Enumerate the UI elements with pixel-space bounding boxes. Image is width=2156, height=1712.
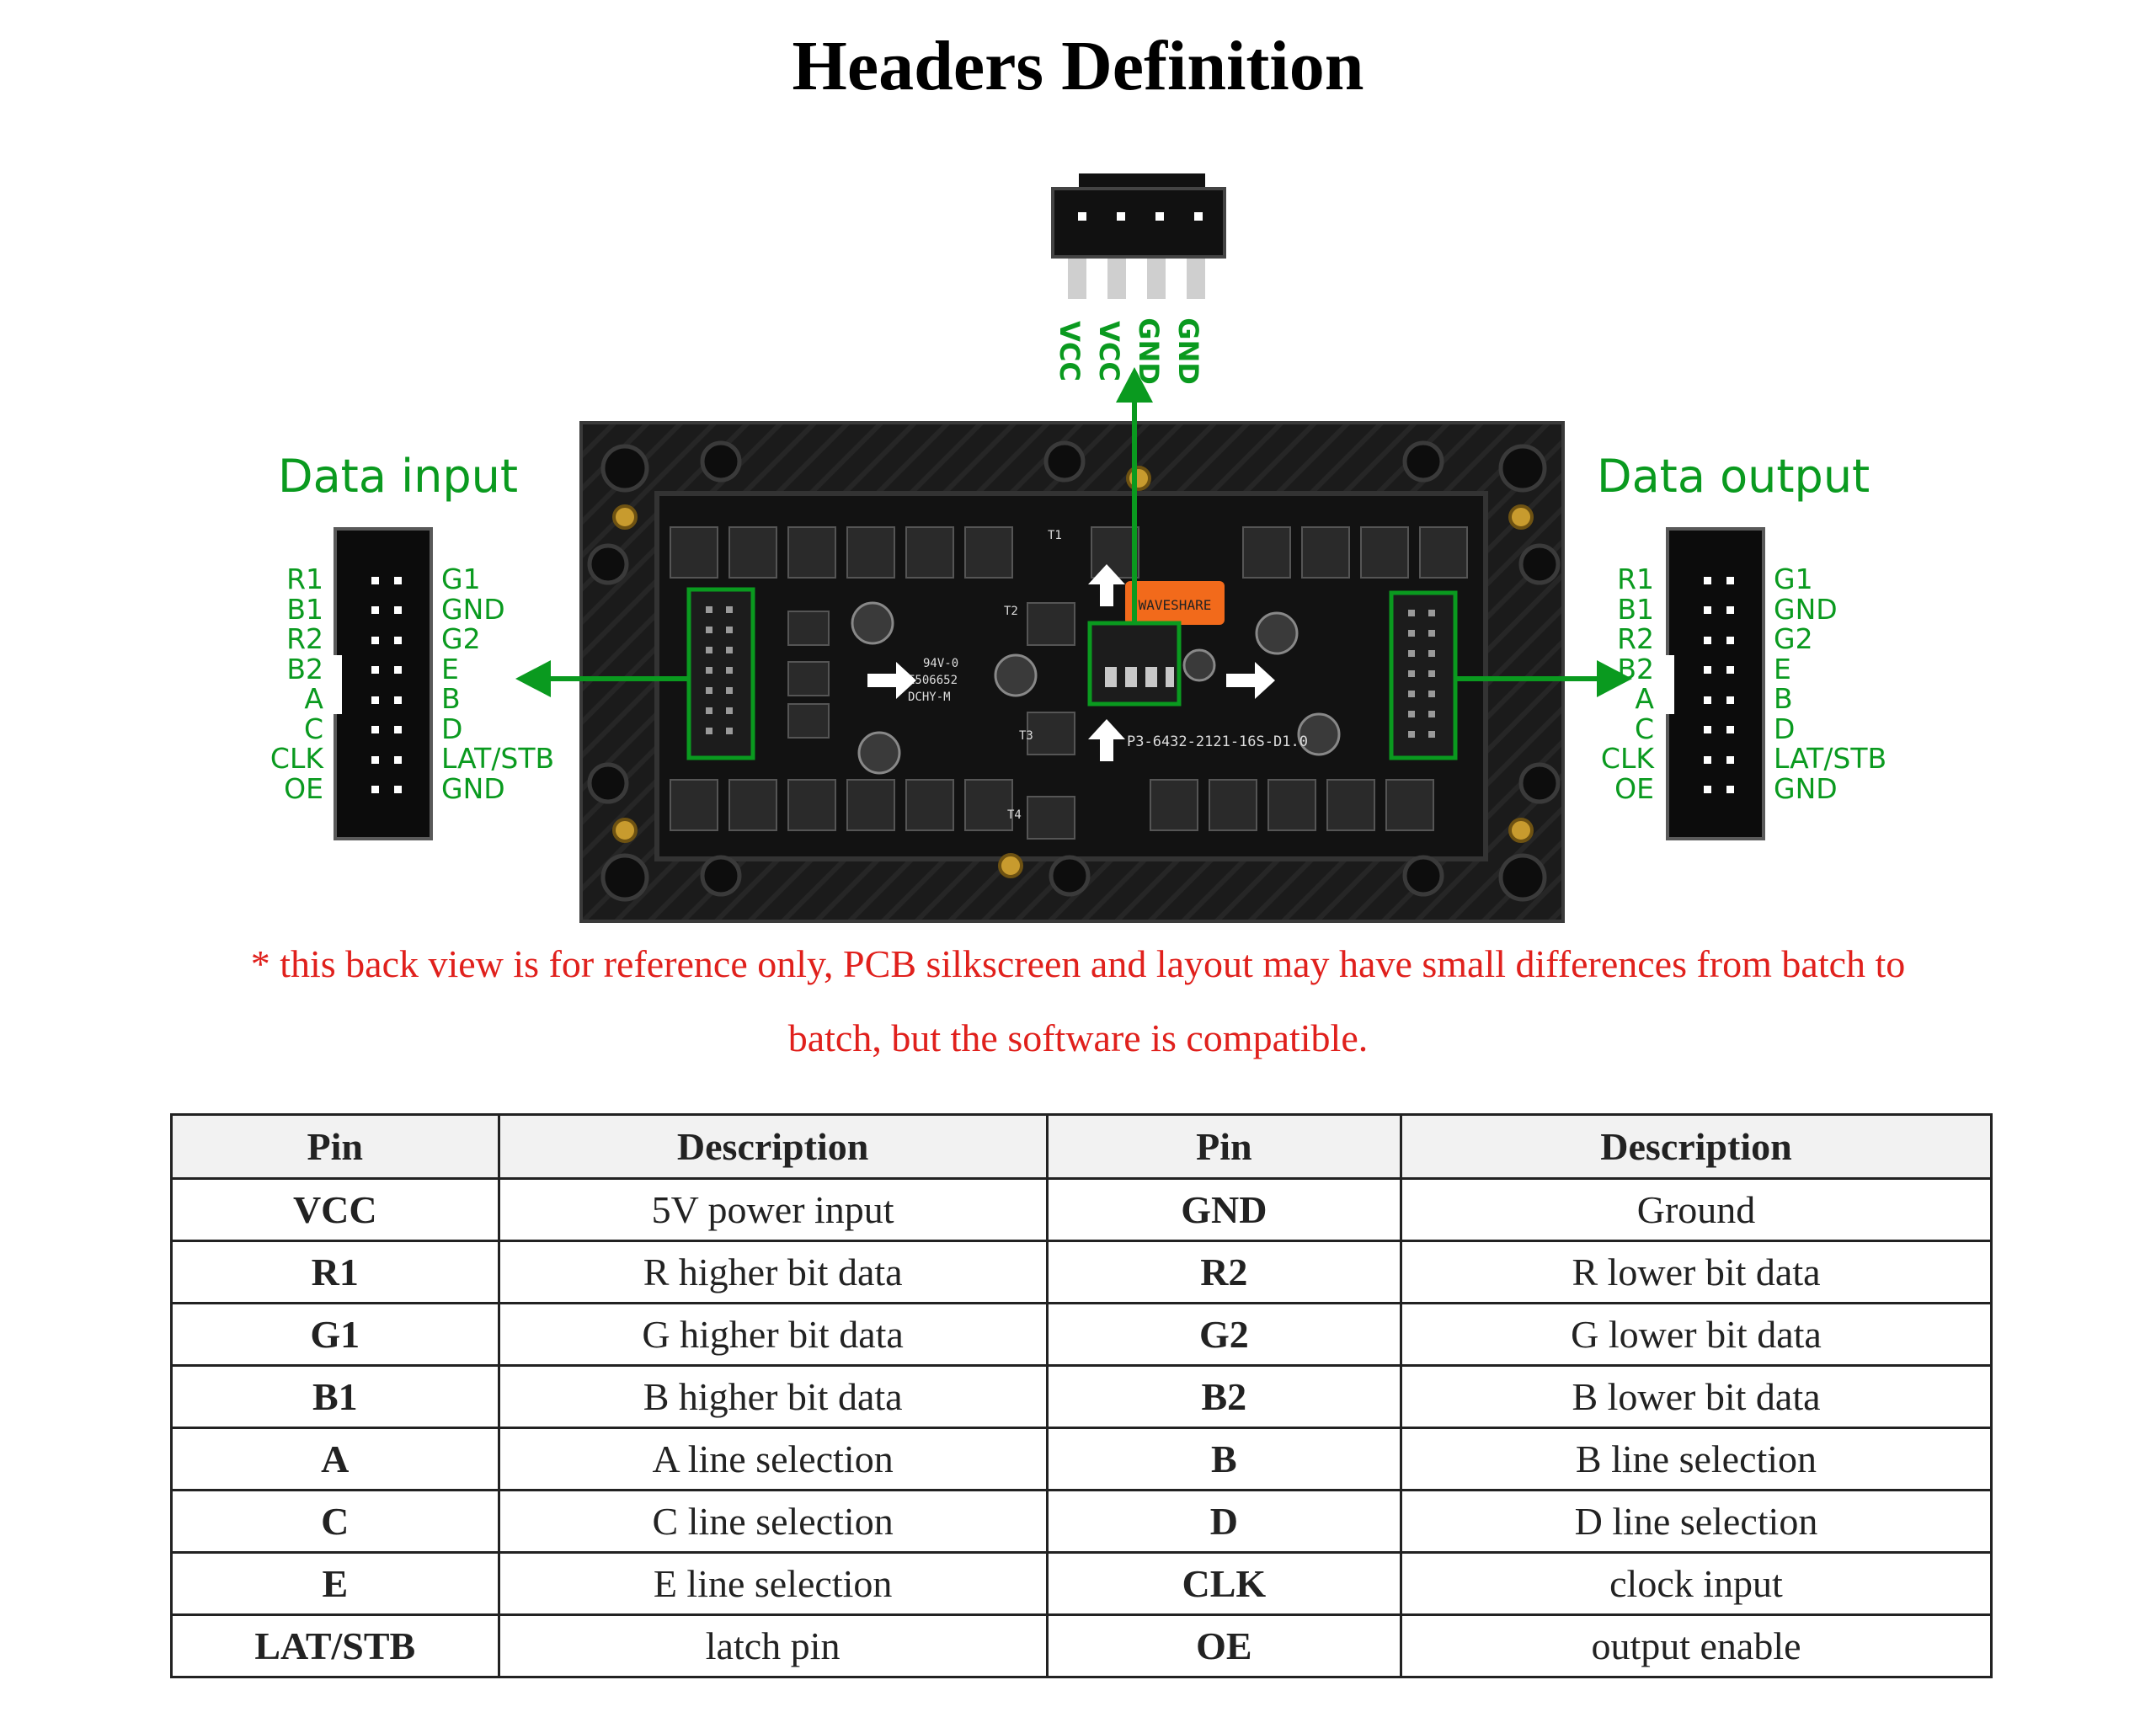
description-cell: B lower bit data bbox=[1399, 1364, 1993, 1429]
pin-cell: E bbox=[170, 1551, 500, 1616]
board-ref: T3 bbox=[1019, 729, 1033, 743]
disclaimer-line-1: * this back view is for reference only, … bbox=[250, 942, 1906, 985]
pin-label: B1 bbox=[286, 592, 323, 626]
description-cell: R higher bit data bbox=[497, 1240, 1049, 1304]
column-header: Pin bbox=[170, 1113, 500, 1180]
data-input-left-pins: R1 B1 R2 B2 A C CLK OE bbox=[236, 564, 323, 803]
pin-label: D bbox=[1774, 712, 1796, 745]
pin-label: CLK bbox=[270, 742, 323, 775]
pin-cell: OE bbox=[1045, 1613, 1402, 1678]
board-ref: T1 bbox=[1048, 529, 1062, 542]
pin-cell: LAT/STB bbox=[170, 1613, 500, 1678]
pin-label: G1 bbox=[1774, 563, 1813, 595]
pin-label: D bbox=[441, 712, 463, 745]
pin-label: C bbox=[1634, 712, 1654, 745]
table-row: B1 B higher bit data B2 B lower bit data bbox=[170, 1364, 1993, 1429]
pin-label: LAT/STB bbox=[441, 742, 555, 775]
pin-cell: R2 bbox=[1045, 1240, 1402, 1304]
pin-label: GND bbox=[1774, 771, 1838, 805]
description-cell: Ground bbox=[1399, 1177, 1993, 1242]
board-ref: T4 bbox=[1007, 808, 1022, 822]
pin-label: E bbox=[1774, 652, 1791, 685]
pin-definition-table: Pin Description Pin Description VCC 5V p… bbox=[170, 1113, 1993, 1678]
board-part-number: P3-6432-2121-16S-D1.0 bbox=[1127, 733, 1308, 750]
pin-label: E bbox=[441, 652, 459, 685]
pin-label: G1 bbox=[441, 563, 481, 595]
table-row: G1 G higher bit data G2 G lower bit data bbox=[170, 1302, 1993, 1367]
pin-label: R1 bbox=[1617, 563, 1654, 595]
board-brand: WAVESHARE bbox=[1139, 597, 1212, 613]
data-input-right-pins: G1 GND G2 E B D LAT/STB GND bbox=[441, 564, 554, 803]
pin-cell: B2 bbox=[1045, 1364, 1402, 1429]
data-output-header bbox=[1666, 527, 1765, 840]
table-row: R1 R higher bit data R2 R lower bit data bbox=[170, 1240, 1993, 1304]
pin-label: R2 bbox=[1617, 622, 1654, 655]
description-cell: R lower bit data bbox=[1399, 1240, 1993, 1304]
pin-label: A bbox=[1635, 682, 1654, 715]
pin-cell: D bbox=[1045, 1489, 1402, 1554]
data-output-label: Data output bbox=[1597, 450, 1870, 503]
pin-label: LAT/STB bbox=[1774, 742, 1887, 775]
table-row: C C line selection D D line selection bbox=[170, 1489, 1993, 1554]
table-row: E E line selection CLK clock input bbox=[170, 1551, 1993, 1616]
pin-label: GND bbox=[441, 771, 505, 805]
page-title: Headers Definition bbox=[792, 27, 1364, 105]
description-cell: C line selection bbox=[497, 1489, 1049, 1554]
description-cell: E line selection bbox=[497, 1551, 1049, 1616]
pin-label: C bbox=[303, 712, 323, 745]
description-cell: B higher bit data bbox=[497, 1364, 1049, 1429]
description-cell: latch pin bbox=[497, 1613, 1049, 1678]
pin-label: GND bbox=[441, 592, 505, 626]
pin-label: B bbox=[441, 682, 461, 715]
pin-label: G2 bbox=[441, 622, 481, 655]
pin-label: CLK bbox=[1600, 742, 1654, 775]
table-row: VCC 5V power input GND Ground bbox=[170, 1177, 1993, 1242]
pin-label: OE bbox=[284, 771, 323, 805]
column-header: Description bbox=[1399, 1113, 1993, 1180]
pin-cell: GND bbox=[1045, 1177, 1402, 1242]
data-input-header bbox=[334, 527, 433, 840]
board-cert-line: DCHY-M bbox=[908, 691, 951, 704]
data-output-left-pins: R1 B1 R2 B2 A C CLK OE bbox=[1566, 564, 1654, 803]
description-cell: A line selection bbox=[497, 1427, 1049, 1491]
board-ref: T2 bbox=[1004, 605, 1018, 618]
pin-cell: A bbox=[170, 1427, 500, 1491]
description-cell: B line selection bbox=[1399, 1427, 1993, 1491]
pin-label: A bbox=[304, 682, 323, 715]
description-cell: G lower bit data bbox=[1399, 1302, 1993, 1367]
column-header: Pin bbox=[1045, 1113, 1402, 1180]
pin-label: B bbox=[1774, 682, 1793, 715]
pin-label: B2 bbox=[1617, 652, 1654, 685]
pin-label: B2 bbox=[286, 652, 323, 685]
description-cell: D line selection bbox=[1399, 1489, 1993, 1554]
pin-label: GND bbox=[1774, 592, 1838, 626]
description-cell: output enable bbox=[1399, 1613, 1993, 1678]
pin-cell: R1 bbox=[170, 1240, 500, 1304]
column-header: Description bbox=[497, 1113, 1049, 1180]
pin-cell: G1 bbox=[170, 1302, 500, 1367]
pin-cell: B1 bbox=[170, 1364, 500, 1429]
pin-cell: G2 bbox=[1045, 1302, 1402, 1367]
pin-label: R2 bbox=[286, 622, 323, 655]
pin-cell: C bbox=[170, 1489, 500, 1554]
pin-cell: VCC bbox=[170, 1177, 500, 1242]
description-cell: G higher bit data bbox=[497, 1302, 1049, 1367]
description-cell: clock input bbox=[1399, 1551, 1993, 1616]
pin-cell: B bbox=[1045, 1427, 1402, 1491]
pin-label: OE bbox=[1614, 771, 1654, 805]
table-row: LAT/STB latch pin OE output enable bbox=[170, 1613, 1993, 1678]
data-output-right-pins: G1 GND G2 E B D LAT/STB GND bbox=[1774, 564, 1886, 803]
pin-label: G2 bbox=[1774, 622, 1813, 655]
disclaimer-line-2: batch, but the software is compatible. bbox=[787, 1016, 1369, 1059]
table-header-row: Pin Description Pin Description bbox=[170, 1113, 1993, 1180]
pin-label: B1 bbox=[1617, 592, 1654, 626]
board-cert-line: E506652 bbox=[908, 674, 958, 687]
pin-cell: CLK bbox=[1045, 1551, 1402, 1616]
description-cell: 5V power input bbox=[497, 1177, 1049, 1242]
board-cert-line: 94V-0 bbox=[923, 657, 958, 670]
table-row: A A line selection B B line selection bbox=[170, 1427, 1993, 1491]
pin-label: R1 bbox=[286, 563, 323, 595]
data-input-label: Data input bbox=[278, 450, 519, 503]
